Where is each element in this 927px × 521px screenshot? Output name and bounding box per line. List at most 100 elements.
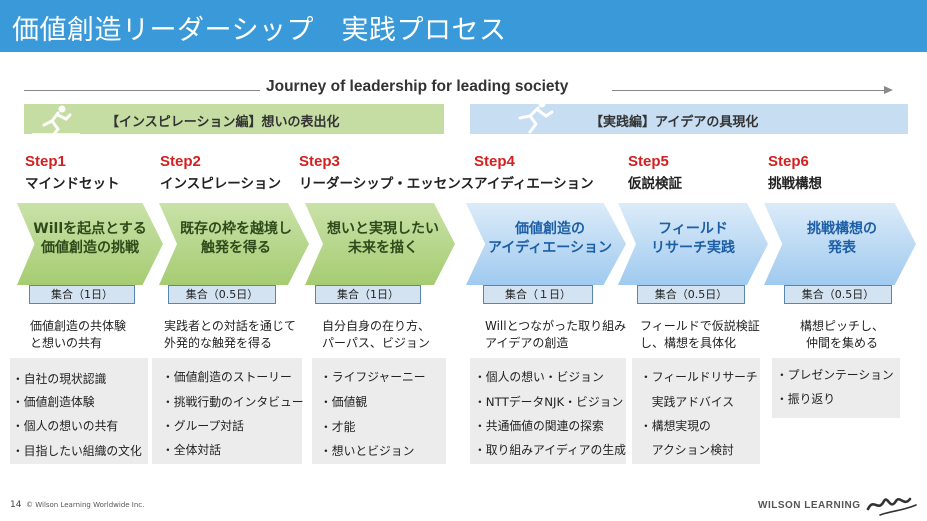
journey-line-right xyxy=(612,90,886,91)
step2-bullet-1: ・価値創造のストーリー xyxy=(162,370,292,384)
step1-session: 集合（1日） xyxy=(29,285,135,304)
step5-description: フィールドで仮説検証 し、構想を具体化 xyxy=(640,318,760,352)
step1-bullet-2: ・価値創造体験 xyxy=(12,395,95,409)
step3-bullet-3: ・才能 xyxy=(320,420,356,434)
step2-chevron-text: 既存の枠を越境し 触発を得る xyxy=(168,220,304,258)
step4-chevron xyxy=(466,203,626,285)
step4-bullet-4: ・取り組みアイディアの生成 xyxy=(474,443,626,457)
step6-session: 集合（0.5日） xyxy=(784,285,892,304)
step5-bullet-4: アクション検討 xyxy=(640,443,734,457)
step3-desc-line1: 自分自身の在り方、 xyxy=(322,319,431,333)
step6-bullet-2: ・振り返り xyxy=(776,392,835,406)
step1-chevron xyxy=(17,203,163,285)
step2-name: インスピレーション xyxy=(160,176,281,192)
step5-chevron-line1: フィールド xyxy=(658,221,728,237)
step2-bullet-3: ・グループ対話 xyxy=(162,419,244,433)
step5-name: 仮説検証 xyxy=(628,176,682,192)
step3-bullet-4: ・想いとビジョン xyxy=(320,444,415,458)
step6-chevron-line2: 発表 xyxy=(828,240,856,256)
step1-desc-line1: 価値創造の共体験 xyxy=(30,319,127,333)
step1-bullet-4: ・目指したい組織の文化 xyxy=(12,444,142,458)
brand-name: WILSON LEARNING xyxy=(758,500,861,511)
step3-name: リーダーシップ・エッセンス xyxy=(299,176,474,192)
step2-bullet-box: ・価値創造のストーリー ・挑戦行動のインタビュー ・グループ対話 ・全体対話 xyxy=(152,358,304,464)
step2-description: 実践者との対話を通じて 外発的な触発を得る xyxy=(164,318,296,352)
step5-number: Step5 xyxy=(628,153,669,170)
runner-icon-green-phase xyxy=(32,105,80,135)
step1-chevron-text: Willを起点とする 価値創造の挑戦 xyxy=(17,220,163,258)
step3-chevron-text: 想いと実現したい 未来を描く xyxy=(318,220,448,258)
step6-bullet-1: ・プレゼンテーション xyxy=(776,368,894,382)
step3-bullet-2: ・価値観 xyxy=(320,395,368,409)
step3-chevron-line2: 未来を描く xyxy=(348,240,418,256)
step4-bullet-1: ・個人の想い・ビジョン xyxy=(474,370,604,384)
step4-bullet-box: ・個人の想い・ビジョン ・NTTデータNJK・ビジョン ・共通価値の関連の探索 … xyxy=(470,358,626,464)
step4-chevron-text: 価値創造の アイディエーション xyxy=(482,220,618,258)
step4-name: アイディエーション xyxy=(474,176,594,192)
wilson-logo-icon xyxy=(866,497,917,516)
step4-chevron-line1: 価値創造の xyxy=(515,221,585,237)
step3-chevron-line1: 想いと実現したい xyxy=(327,221,439,237)
step3-bullet-1: ・ライフジャーニー xyxy=(320,370,426,384)
step5-chevron-line2: リサーチ実践 xyxy=(651,240,735,256)
step1-number: Step1 xyxy=(25,153,66,170)
step5-desc-line1: フィールドで仮説検証 xyxy=(640,319,760,333)
step6-desc-line2: 仲間を集める xyxy=(806,336,879,350)
step5-bullet-box: ・フィールドリサーチ 実践アドバイス ・構想実現の アクション検討 xyxy=(632,358,760,464)
step4-session: 集合（１日） xyxy=(483,285,593,304)
step3-description: 自分自身の在り方、 パーパス、ビジョン xyxy=(322,318,430,352)
journey-line-left xyxy=(24,90,260,91)
step4-number: Step4 xyxy=(474,153,515,170)
step5-chevron-text: フィールド リサーチ実践 xyxy=(630,220,756,258)
step6-name: 挑戦構想 xyxy=(768,176,822,192)
phase-label-inspiration: 【インスピレーション編】想いの表出化 xyxy=(106,115,340,130)
step3-bullet-box: ・ライフジャーニー ・価値観 ・才能 ・想いとビジョン xyxy=(312,358,446,464)
runner-icon-blue-phase xyxy=(518,100,554,134)
copyright-text: © Wilson Learning Worldwide Inc. xyxy=(26,501,145,509)
step5-desc-line2: し、構想を具体化 xyxy=(640,336,737,350)
step6-number: Step6 xyxy=(768,153,809,170)
step2-bullet-4: ・全体対話 xyxy=(162,443,221,457)
step2-session: 集合（0.5日） xyxy=(168,285,276,304)
step2-desc-line1: 実践者との対話を通じて xyxy=(164,319,296,333)
title-bar: 価値創造リーダーシップ 実践プロセス xyxy=(0,0,927,52)
step6-chevron-text: 挑戦構想の 発表 xyxy=(780,220,904,258)
step2-chevron-line1: 既存の枠を越境し xyxy=(180,221,292,237)
step2-bullet-2: ・挑戦行動のインタビュー xyxy=(162,395,304,409)
step6-desc-line1: 構想ピッチし、 xyxy=(800,319,885,333)
step2-number: Step2 xyxy=(160,153,201,170)
step1-name: マインドセット xyxy=(25,176,120,192)
step4-description: Willとつながった取り組み アイデアの創造 xyxy=(485,318,626,352)
phase-band-inspiration: 【インスピレーション編】想いの表出化 xyxy=(24,104,444,134)
phase-band-practice: 【実践編】アイデアの具現化 xyxy=(470,104,908,134)
phase-label-practice: 【実践編】アイデアの具現化 xyxy=(590,115,759,130)
step6-chevron xyxy=(764,203,916,285)
step1-bullet-box: ・自社の現状認識 ・価値創造体験 ・個人の想いの共有 ・目指したい組織の文化 xyxy=(10,358,148,464)
step2-chevron-line2: 触発を得る xyxy=(201,240,271,256)
journey-heading: Journey of leadership for leading societ… xyxy=(266,78,569,95)
step6-description: 構想ピッチし、 仲間を集める xyxy=(800,318,884,352)
step3-desc-line2: パーパス、ビジョン xyxy=(322,336,430,350)
step4-desc-line1: Willとつながった取り組み xyxy=(485,319,627,333)
step1-bullet-1: ・自社の現状認識 xyxy=(12,372,107,386)
step1-desc-line2: と想いの共有 xyxy=(30,336,103,350)
step3-session: 集合（1日） xyxy=(315,285,421,304)
journey-arrow-icon xyxy=(884,86,893,94)
step1-chevron-line2: 価値創造の挑戦 xyxy=(41,240,139,256)
step4-chevron-line2: アイディエーション xyxy=(487,240,613,256)
step5-session: 集合（0.5日） xyxy=(637,285,745,304)
slide-number: 14 xyxy=(10,500,22,510)
step4-bullet-2: ・NTTデータNJK・ビジョン xyxy=(474,395,624,409)
step5-bullet-3: ・構想実現の xyxy=(640,419,711,433)
step5-chevron xyxy=(618,203,768,285)
step3-number: Step3 xyxy=(299,153,340,170)
step6-bullet-box: ・プレゼンテーション ・振り返り xyxy=(772,358,900,418)
step1-description: 価値創造の共体験 と想いの共有 xyxy=(30,318,126,352)
step6-chevron-line1: 挑戦構想の xyxy=(807,221,877,237)
step5-bullet-1: ・フィールドリサーチ xyxy=(640,370,758,384)
step4-bullet-3: ・共通価値の関連の探索 xyxy=(474,419,604,433)
step1-bullet-3: ・個人の想いの共有 xyxy=(12,419,119,433)
page-title: 価値創造リーダーシップ 実践プロセス xyxy=(12,15,507,46)
step3-chevron xyxy=(305,203,455,285)
step2-desc-line2: 外発的な触発を得る xyxy=(164,336,273,350)
